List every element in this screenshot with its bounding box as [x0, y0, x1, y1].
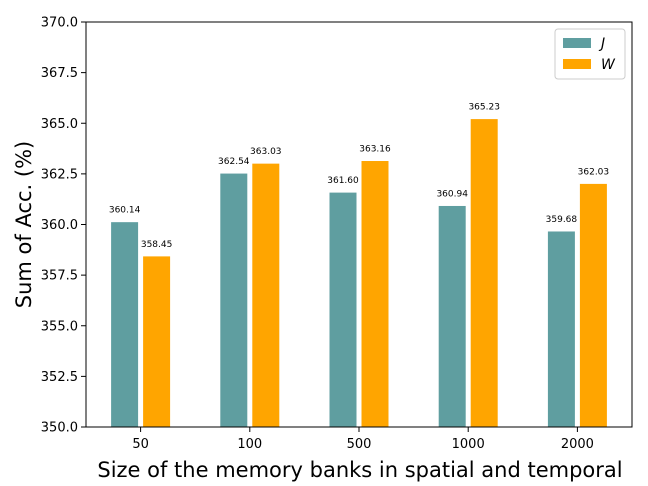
y-tick-label: 362.5 [41, 167, 78, 182]
y-axis-title: Sum of Acc. (%) [12, 141, 36, 308]
bar-j-50 [110, 221, 140, 428]
bar-j-100 [219, 172, 249, 428]
data-label-w-500: 363.16 [359, 145, 391, 155]
bar-w-2000 [578, 182, 608, 428]
legend-swatch-w [563, 59, 591, 69]
legend-label-w: W [601, 57, 616, 73]
y-tick-label: 370.0 [41, 16, 78, 31]
legend-label-j: J [598, 36, 605, 52]
x-tick-label: 1000 [452, 437, 485, 452]
y-tick-label: 367.5 [41, 66, 78, 81]
y-tick-label: 357.5 [41, 269, 78, 284]
bar-w-500 [360, 160, 390, 428]
data-label-j-1000: 360.94 [436, 189, 468, 199]
x-axis-title: Size of the memory banks in spatial and … [97, 458, 622, 482]
y-tick-label: 352.5 [41, 370, 78, 385]
legend: J W [554, 28, 626, 80]
x-tick-label: 2000 [561, 437, 594, 452]
bar-w-100 [251, 162, 281, 428]
y-tick-label: 355.0 [41, 319, 78, 334]
y-tick-label: 360.0 [41, 218, 78, 233]
bar-w-1000 [469, 118, 499, 428]
bar-j-1000 [437, 204, 467, 428]
x-axis-ticks: 50 100 500 1000 2000 [132, 427, 594, 452]
data-label-w-1000: 365.23 [468, 103, 500, 113]
data-label-j-100: 362.54 [218, 157, 250, 167]
x-tick-label: 50 [132, 437, 149, 452]
legend-swatch-j [563, 38, 591, 48]
y-tick-label: 350.0 [41, 421, 78, 436]
data-label-j-50: 360.14 [109, 206, 141, 216]
y-axis-ticks: 350.0 352.5 355.0 357.5 360.0 362.5 365.0 367.5… [41, 16, 86, 436]
bar-w-50 [142, 255, 172, 428]
x-tick-label: 100 [237, 437, 262, 452]
bar-j-500 [328, 191, 358, 428]
data-label-j-500: 361.60 [327, 176, 359, 186]
data-label-w-50: 358.45 [141, 240, 173, 250]
bar-j-2000 [546, 230, 576, 428]
bars-layer [110, 118, 608, 428]
data-label-w-100: 363.03 [250, 147, 282, 157]
x-tick-label: 500 [347, 437, 372, 452]
data-label-j-2000: 359.68 [546, 215, 578, 225]
y-tick-label: 365.0 [41, 117, 78, 132]
data-label-w-2000: 362.03 [578, 167, 610, 177]
